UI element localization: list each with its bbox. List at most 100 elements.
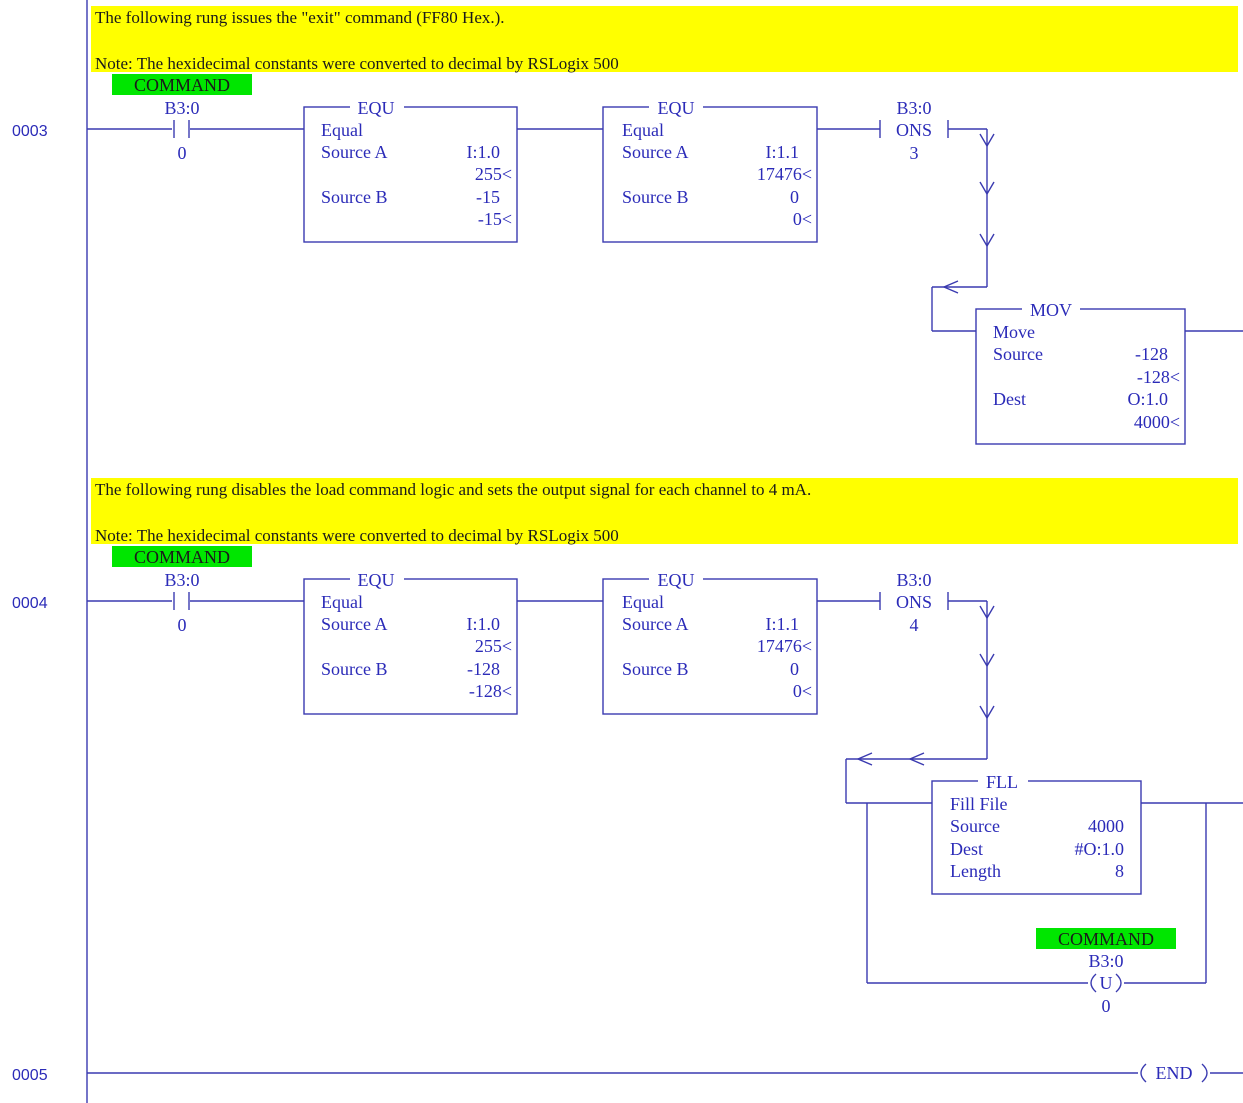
rung-comment-line2: Note: The hexidecimal constants were con… [95,526,619,545]
flow-arrow-icon [942,280,959,294]
source-b-label: Source B [622,187,689,207]
source-b-address: 0 [790,187,799,207]
contact-address: B3:0 [164,570,199,590]
flow-arrow-icon [979,605,995,620]
ons-label: ONS [896,120,932,140]
equ-instruction-2[interactable]: EQU Equal Source A I:1.1 17476< Source B… [602,98,818,243]
coil-bit: 0 [1102,996,1111,1016]
source-b-label: Source B [321,659,388,679]
mov-instruction[interactable]: MOV Move Source -128 -128< Dest O:1.0 40… [975,300,1186,445]
rung-comment-line2: Note: The hexidecimal constants were con… [95,54,619,73]
ons-label: ONS [896,592,932,612]
source-a-value: 255< [475,636,512,656]
source-address: -128 [1135,344,1168,364]
equ-instruction-1[interactable]: EQU Equal Source A I:1.0 255< Source B -… [303,98,518,243]
source-b-value: -15< [478,209,512,229]
flow-arrow-icon [979,653,995,668]
rung-comment-box [91,478,1238,544]
instruction-desc: Equal [622,592,664,612]
flow-arrow-icon [908,752,925,766]
coil-tag: COMMAND [1058,929,1154,949]
source-a-value: 255< [475,164,512,184]
flow-arrow-icon [979,705,995,720]
source-value: -128< [1137,367,1180,387]
ons-instruction[interactable]: B3:0 ONS 3 [879,98,949,163]
rung-number: 0004 [12,595,48,612]
equ-instruction-2[interactable]: EQU Equal Source A I:1.1 17476< Source B… [602,570,818,715]
source-b-value: -128< [469,681,512,701]
xic-contact[interactable]: COMMAND B3:0 0 [112,546,252,635]
instruction-desc: Equal [622,120,664,140]
source-a-label: Source A [321,142,388,162]
source-b-label: Source B [321,187,388,207]
tag-label-box [1036,928,1176,949]
contact-tag: COMMAND [134,547,230,567]
ons-bit: 3 [910,143,919,163]
source-b-address: -15 [476,187,500,207]
length-value: 8 [1115,861,1124,881]
source-b-address: -128 [467,659,500,679]
instruction-desc: Equal [321,120,363,140]
source-a-value: 17476< [757,164,812,184]
rung-comment-box [91,6,1238,72]
instruction-title: EQU [358,98,395,118]
dest-label: Dest [993,389,1026,409]
equ-instruction-1[interactable]: EQU Equal Source A I:1.0 255< Source B -… [303,570,518,715]
source-a-label: Source A [622,614,689,634]
source-label: Source [993,344,1043,364]
contact-address: B3:0 [164,98,199,118]
rung-comment-line1: The following rung issues the "exit" com… [95,8,505,27]
xic-contact[interactable]: COMMAND B3:0 0 [112,74,252,163]
fll-instruction[interactable]: FLL Fill File Source 4000 Dest #O:1.0 Le… [931,772,1142,895]
rung-number: 0003 [12,123,48,140]
flow-arrow-icon [856,752,873,766]
source-b-value: 0< [793,209,812,229]
instruction-title: EQU [658,98,695,118]
rung-0005[interactable]: 0005 END [12,1063,1243,1084]
instruction-desc: Fill File [950,794,1008,814]
source-b-label: Source B [622,659,689,679]
ons-instruction[interactable]: B3:0 ONS 4 [879,570,949,635]
instruction-desc: Move [993,322,1035,342]
end-instruction: END [1140,1063,1208,1083]
dest-address: O:1.0 [1128,389,1169,409]
source-a-value: 17476< [757,636,812,656]
contact-bit: 0 [178,615,187,635]
ons-bit: 4 [910,615,919,635]
source-a-address: I:1.0 [467,142,501,162]
tag-label-box [112,546,252,567]
flow-arrow-icon [979,233,995,248]
dest-value: #O:1.0 [1075,839,1125,859]
rung-0003[interactable]: The following rung issues the "exit" com… [12,6,1243,445]
rung-number: 0005 [12,1067,48,1084]
instruction-title: EQU [658,570,695,590]
source-a-address: I:1.0 [467,614,501,634]
flow-arrow-icon [979,181,995,196]
source-b-value: 0< [793,681,812,701]
source-value: 4000 [1088,816,1124,836]
rung-0004[interactable]: The following rung disables the load com… [12,478,1243,1016]
contact-bit: 0 [178,143,187,163]
coil-symbol: U [1100,973,1113,993]
source-a-label: Source A [321,614,388,634]
source-a-label: Source A [622,142,689,162]
dest-label: Dest [950,839,983,859]
instruction-desc: Equal [321,592,363,612]
end-label: END [1156,1063,1193,1083]
coil-address: B3:0 [1088,951,1123,971]
source-label: Source [950,816,1000,836]
rung-comment-line1: The following rung disables the load com… [95,480,811,499]
source-b-address: 0 [790,659,799,679]
dest-value: 4000< [1134,412,1180,432]
tag-label-box [112,74,252,95]
flow-arrow-icon [979,133,995,148]
contact-tag: COMMAND [134,75,230,95]
instruction-title: MOV [1030,300,1072,320]
instruction-title: FLL [986,772,1018,792]
length-label: Length [950,861,1001,881]
source-a-address: I:1.1 [766,614,800,634]
ons-address: B3:0 [896,98,931,118]
otu-unlatch-coil[interactable]: COMMAND B3:0 U 0 [1036,928,1176,1016]
instruction-title: EQU [358,570,395,590]
